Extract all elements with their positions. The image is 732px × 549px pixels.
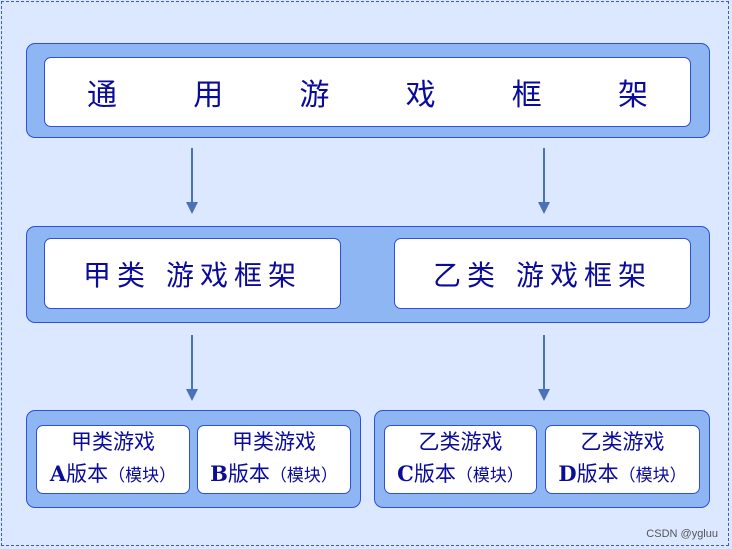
leaf-line2: A 版本 （模块）: [50, 458, 176, 492]
arrow-down-left-1: [186, 148, 198, 214]
title-char: 戏: [405, 78, 436, 113]
title-char: 通: [87, 78, 117, 113]
version-d-box: 乙类游戏 D 版本 （模块）: [545, 425, 700, 494]
module-note: （模块）: [108, 466, 177, 486]
general-framework-box: 通 用 游 戏 框 架: [44, 57, 691, 127]
leaf-line1: 甲类游戏: [232, 430, 316, 454]
title-char: 用: [193, 78, 224, 113]
arrow-down-left-2: [186, 335, 198, 401]
module-note: （模块）: [269, 466, 338, 486]
version-b-box: 甲类游戏 B 版本 （模块）: [197, 425, 351, 494]
title-char: 游: [299, 78, 330, 113]
version-a-box: 甲类游戏 A 版本 （模块）: [36, 425, 190, 494]
leaf-line1: 乙类游戏: [580, 430, 665, 454]
version-label: 版本: [227, 462, 270, 486]
version-letter: A: [49, 461, 67, 486]
version-label: 版本: [413, 462, 456, 486]
version-c-box: 乙类游戏 C 版本 （模块）: [384, 425, 537, 494]
leaf-line2: B 版本 （模块）: [210, 458, 338, 492]
type-b-framework-label: 乙类 游戏框架: [433, 258, 652, 292]
watermark: CSDN @ygluu: [646, 528, 718, 540]
module-note: （模块）: [618, 466, 687, 486]
type-b-framework-box: 乙类 游戏框架: [394, 238, 691, 309]
leaf-line2: C 版本 （模块）: [397, 458, 524, 492]
version-letter: D: [558, 461, 577, 486]
leaf-line2: D 版本 （模块）: [558, 458, 686, 492]
arrow-down-right-1: [538, 148, 550, 214]
type-a-framework-label: 甲类 游戏框架: [83, 258, 302, 292]
version-letter: B: [210, 461, 228, 486]
version-label: 版本: [66, 462, 109, 486]
type-a-framework-box: 甲类 游戏框架: [44, 238, 341, 309]
leaf-line1: 甲类游戏: [71, 430, 155, 454]
module-note: （模块）: [455, 466, 524, 486]
leaf-line1: 乙类游戏: [418, 430, 503, 454]
version-letter: C: [397, 461, 414, 486]
title-char: 架: [617, 78, 648, 113]
title-char: 框: [511, 78, 542, 113]
version-label: 版本: [576, 462, 619, 486]
arrow-down-right-2: [538, 335, 550, 401]
